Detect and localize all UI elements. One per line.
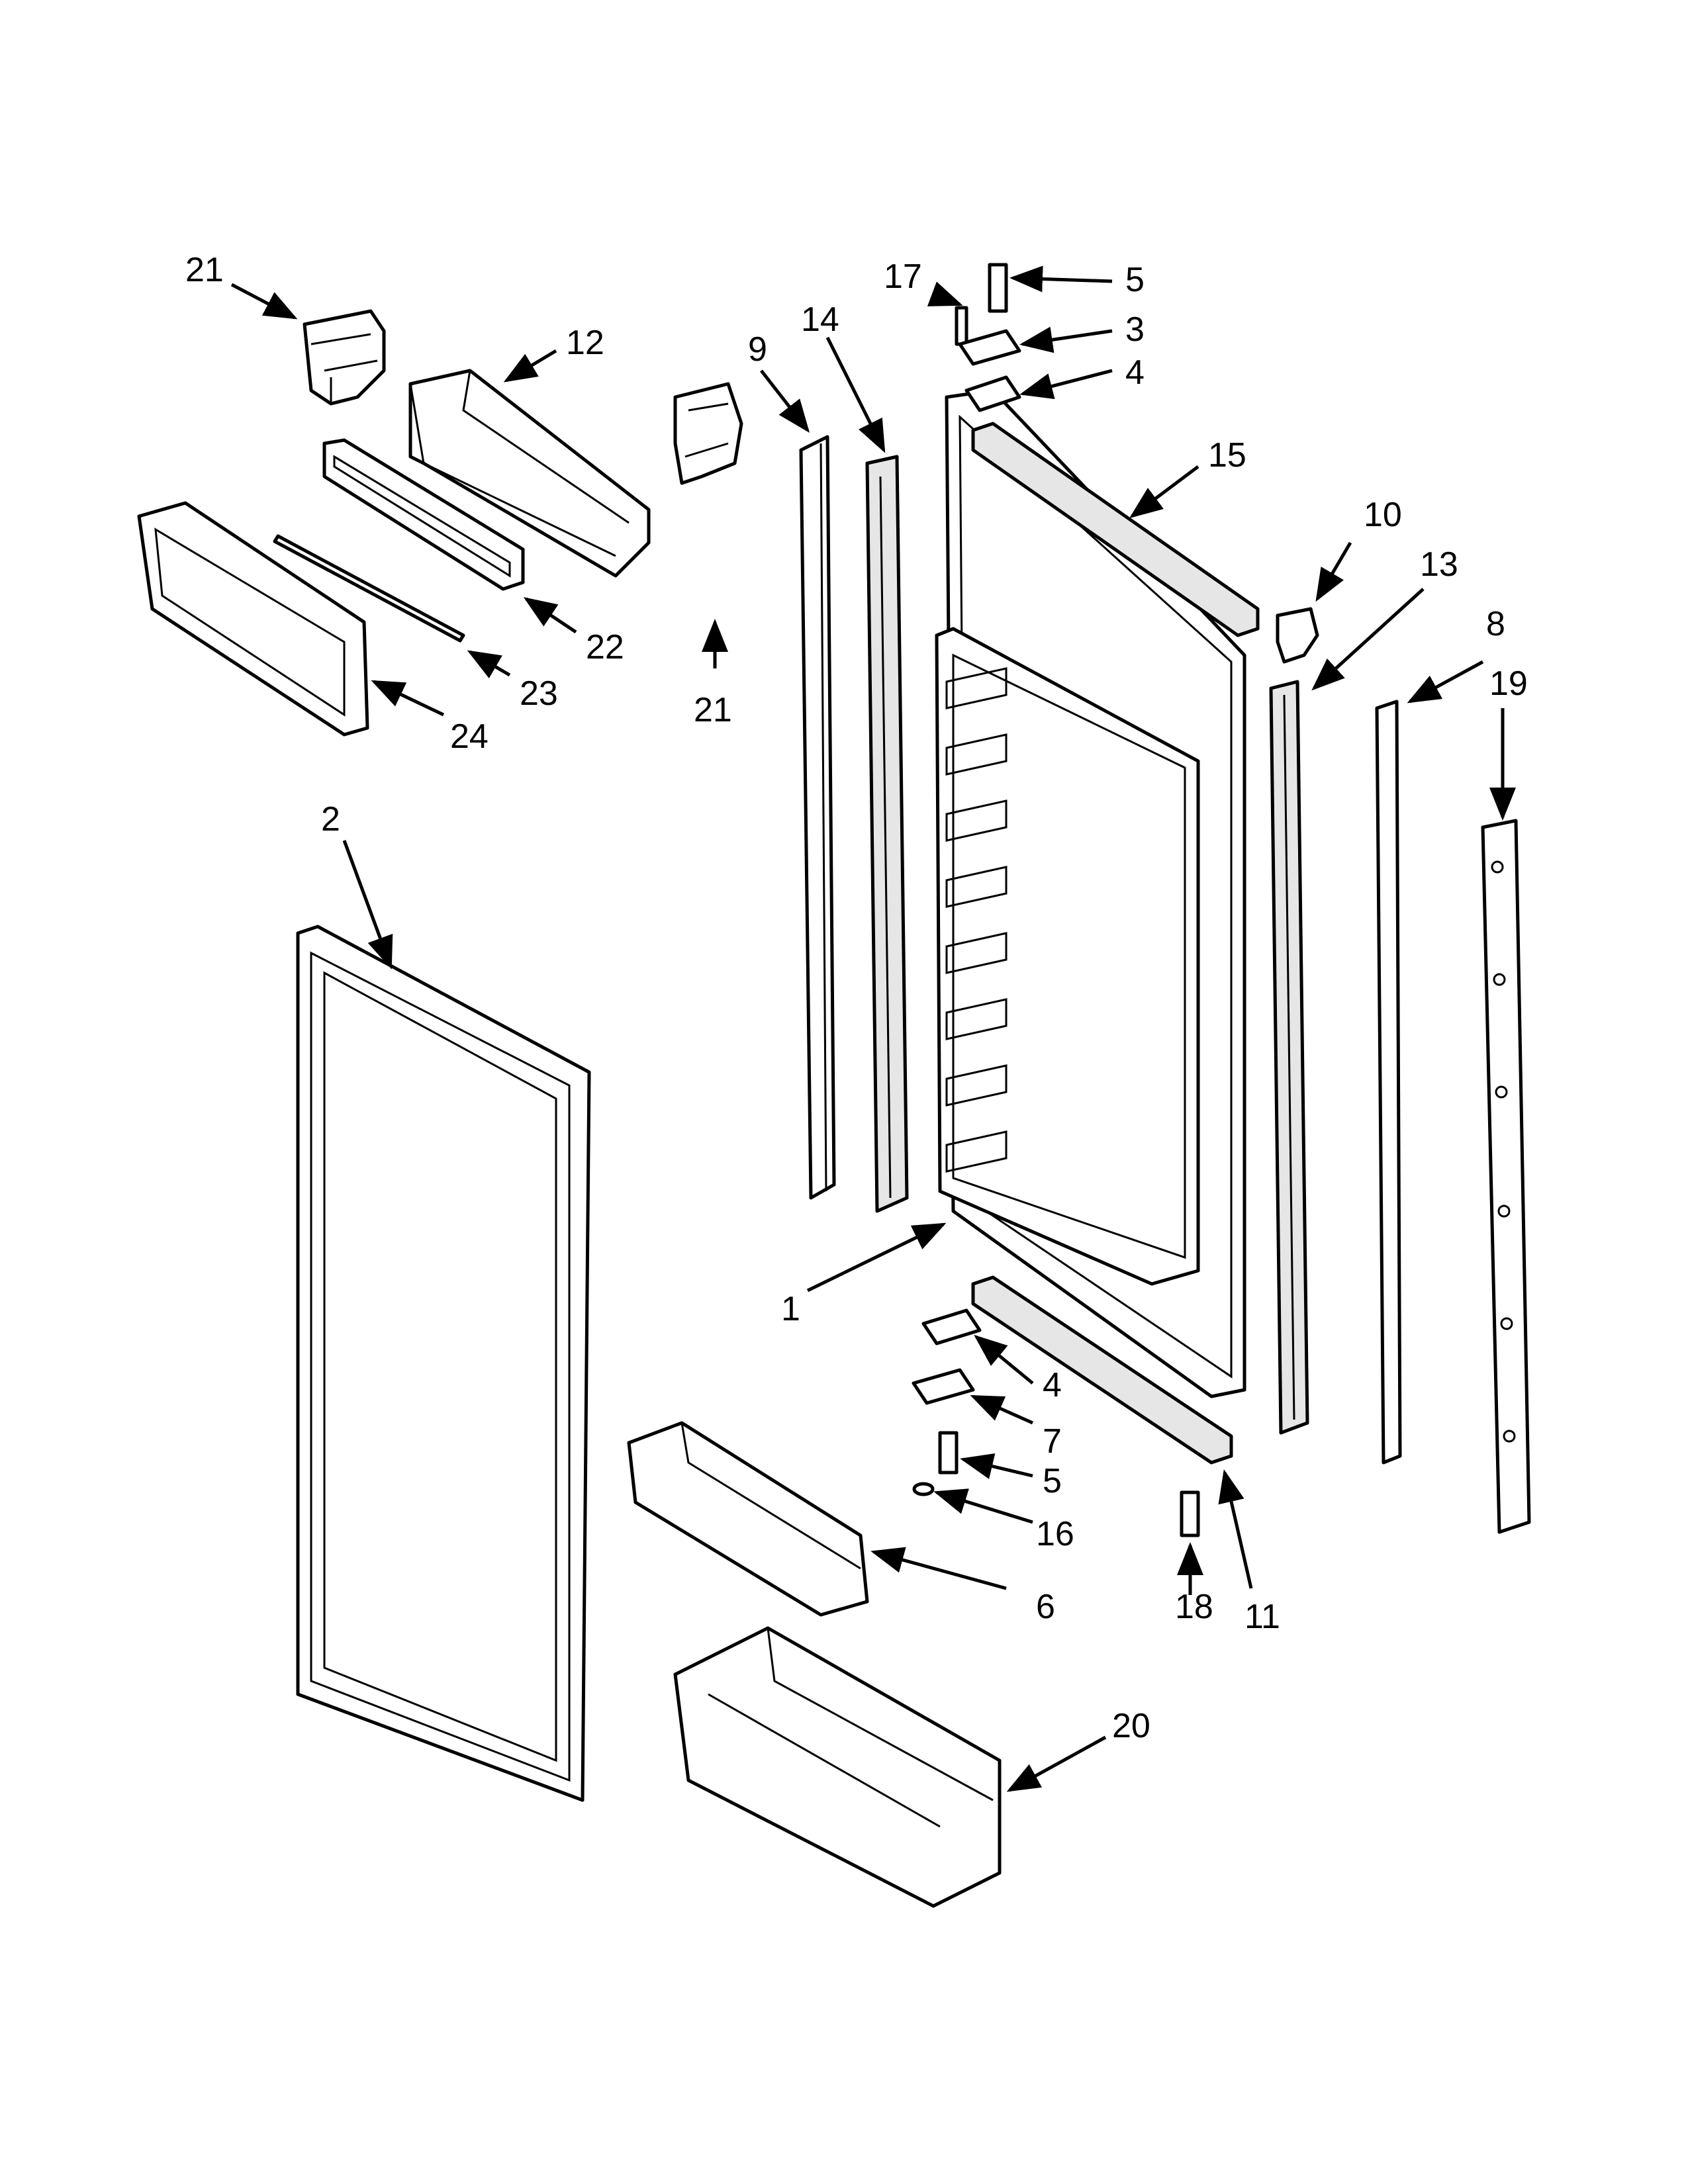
part-5-screw-bottom [938,1431,959,1475]
callout-6: 6 [1036,1588,1055,1626]
callout-14: 14 [801,300,839,339]
callout-18: 18 [1175,1588,1213,1626]
part-23-rod [273,534,465,643]
callout-12: 12 [566,324,604,362]
part-19-rail [1481,819,1531,1534]
part-15-top-channel [971,422,1260,637]
callout-11: 11 [1244,1598,1280,1636]
part-6-door-bin [627,1421,869,1617]
part-21-bracket-left [303,309,386,406]
part-7-plate [912,1368,975,1405]
part-24-front-panel [137,501,369,737]
part-1-door [935,388,1246,1398]
part-2-gasket [296,925,591,1802]
part-10-clip [1276,607,1319,664]
part-9-strip [799,435,836,1200]
bottom-hinge-hardware [912,1308,982,1496]
callout-21: 21 [694,691,732,729]
callout-1: 1 [781,1290,800,1328]
part-4-shim-top [964,375,1021,412]
callout-3: 3 [1125,310,1145,349]
callout-7: 7 [1043,1422,1062,1461]
leader-lines [230,265,1516,1792]
callout-13: 13 [1420,545,1458,584]
door-shelf-ribs [945,667,1008,1173]
part-4-shim-bottom [921,1308,982,1345]
callout-21: 21 [185,251,224,289]
part-5-screw-top [988,263,1008,313]
callout-19: 19 [1489,664,1528,703]
part-11-bottom-channel [971,1275,1233,1465]
top-hinge-hardware [955,263,1021,412]
callout-17: 17 [884,257,922,296]
part-8-strip [1375,700,1402,1465]
callout-4: 4 [1043,1366,1062,1404]
callout-20: 20 [1112,1707,1150,1745]
part-14-channel [865,455,909,1213]
part-22-frame [322,438,525,591]
part-16-washer [912,1482,935,1496]
callout-8: 8 [1486,605,1505,643]
callout-24: 24 [450,717,489,756]
part-17-pin [955,306,968,346]
callout-5: 5 [1043,1462,1062,1500]
callout-4: 4 [1125,353,1145,392]
callout-2: 2 [321,800,340,839]
part-21-bracket-right [673,382,743,485]
callout-15: 15 [1208,436,1246,475]
part-13-channel [1269,680,1309,1435]
callout-22: 22 [586,628,624,666]
callout-10: 10 [1364,496,1402,534]
callout-23: 23 [520,674,558,713]
callout-16: 16 [1036,1515,1074,1553]
callout-labels: 21 12 22 23 24 21 9 14 17 5 3 4 15 10 13… [185,251,1528,1745]
callout-5: 5 [1125,261,1145,299]
part-12-bin [408,369,651,578]
part-3-plate [958,329,1021,366]
callout-9: 9 [748,330,767,369]
part-20-door-bin [673,1626,1002,1908]
part-18-screw [1180,1490,1200,1537]
